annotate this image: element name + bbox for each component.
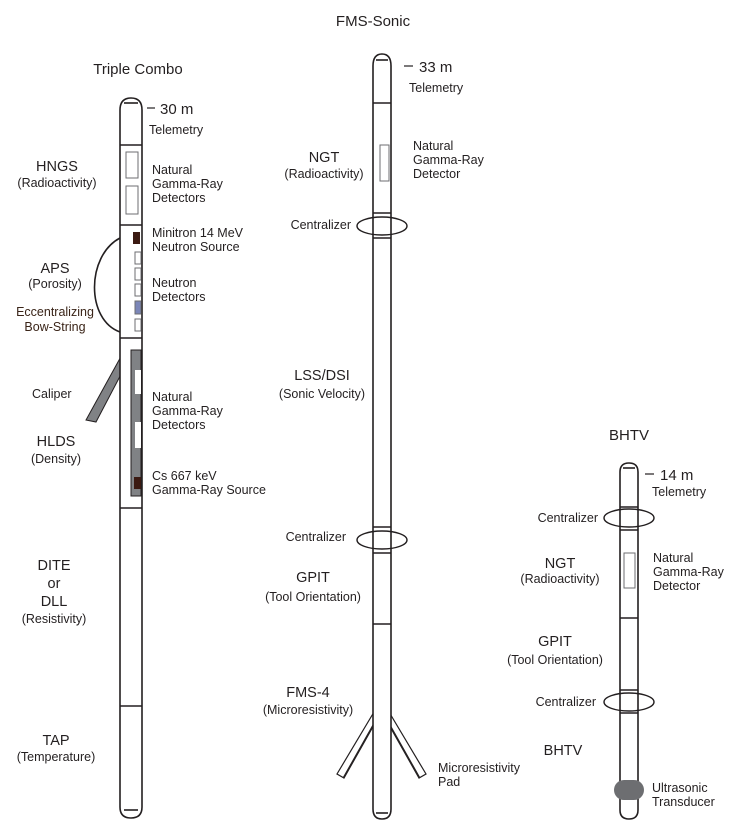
ngrd2-line3: Detectors — [152, 418, 206, 432]
hlds-sub: (Density) — [31, 452, 81, 466]
hngs-detector-box — [125, 185, 139, 215]
tap-label: TAP — [42, 733, 69, 749]
pad-line2: Pad — [438, 775, 460, 789]
density-detector-window — [135, 370, 141, 394]
minitron-text: Minitron 14 MeV — [152, 226, 244, 240]
bhtv-ngrd-line2: Gamma-Ray — [653, 565, 725, 579]
bowstring-line1: Eccentralizing — [16, 305, 94, 319]
bhtv-telemetry: Telemetry — [652, 485, 707, 499]
dite-sub: (Resistivity) — [22, 612, 87, 626]
ngt-sub: (Radioactivity) — [284, 167, 363, 181]
gpit-label: GPIT — [296, 570, 330, 586]
dite-line3: DLL — [41, 594, 68, 610]
dite-line1: DITE — [37, 558, 70, 574]
centralizer-ring — [356, 530, 408, 550]
ngrd2-line2: Gamma-Ray — [152, 404, 224, 418]
fms-sonic-title: FMS-Sonic — [336, 13, 411, 30]
ngrd1-line3: Detectors — [152, 191, 206, 205]
hngs-label: HNGS — [36, 159, 78, 175]
bhtv-ngt-sub: (Radioactivity) — [520, 572, 599, 586]
bow-string-arc — [93, 237, 121, 333]
minitron-line1: Minitron 14 MeV — [152, 226, 244, 240]
bhtv-centralizer1-label: Centralizer — [538, 511, 598, 525]
ngt-detector-box — [379, 144, 390, 182]
bowstring-line2: Bow-String — [24, 320, 85, 334]
ngt-label: NGT — [309, 150, 340, 166]
bhtv-title: BHTV — [609, 427, 649, 444]
centralizer-ring — [356, 216, 408, 236]
centralizer1-label: Centralizer — [291, 218, 351, 232]
neutron-detector-box — [134, 267, 142, 281]
gpit-sub: (Tool Orientation) — [265, 590, 361, 604]
fms-sonic-telemetry: Telemetry — [409, 81, 464, 95]
triple-combo-telemetry: Telemetry — [149, 123, 204, 137]
neutron-detector-box — [134, 300, 142, 315]
ngrd1-line1: Natural — [152, 163, 192, 177]
neutron-detector-box — [134, 283, 142, 297]
fms4-sub: (Microresistivity) — [263, 703, 353, 717]
fms-ngrd-line2: Gamma-Ray — [413, 153, 485, 167]
bhtv-gpit-label: GPIT — [538, 634, 572, 650]
fms-ngrd-line1: Natural — [413, 139, 453, 153]
aps-label: APS — [40, 261, 69, 277]
bhtv-ngrd-line3: Detector — [653, 579, 700, 593]
lss-sub: (Sonic Velocity) — [279, 387, 365, 401]
transducer-line1: Ultrasonic — [652, 781, 708, 795]
cs-line2: Gamma-Ray Source — [152, 483, 266, 497]
bhtv-ngt-detector-box — [623, 552, 636, 589]
bhtv-depth: 14 m — [660, 467, 693, 484]
fms-sonic-string: FMS-Sonic 33 m Telemetry Natural Gamma-R… — [263, 13, 521, 820]
caliper-label: Caliper — [32, 387, 72, 401]
bhtv-tool-body — [619, 462, 639, 820]
fms-ngrd-line3: Detector — [413, 167, 460, 181]
neutron-detector-box — [134, 318, 142, 332]
triple-combo-title: Triple Combo — [93, 61, 182, 78]
pad-line1: Microresistivity — [438, 761, 521, 775]
tap-sub: (Temperature) — [17, 750, 96, 764]
neutron-source-block — [133, 232, 140, 244]
hlds-label: HLDS — [37, 434, 76, 450]
hngs-detector-box — [125, 151, 139, 179]
minitron-line2: Neutron Source — [152, 240, 240, 254]
neutron-detector-box — [134, 251, 142, 265]
cs-line1: Cs 667 keV — [152, 469, 217, 483]
ngrd1-line2: Gamma-Ray — [152, 177, 224, 191]
pad-arm-line — [342, 715, 379, 779]
aps-sub: (Porosity) — [28, 277, 81, 291]
transducer-line2: Transducer — [652, 795, 715, 809]
bhtv-ngrd-line1: Natural — [653, 551, 693, 565]
triple-combo-string: Triple Combo 30 m Telemetry Natur — [16, 61, 266, 819]
fms-sonic-tool-body — [372, 53, 392, 820]
bhtv-centralizer2-label: Centralizer — [536, 695, 596, 709]
fms4-label: FMS-4 — [286, 685, 330, 701]
neutron-det-line2: Detectors — [152, 290, 206, 304]
centralizer2-label: Centralizer — [286, 530, 346, 544]
bhtv-string: BHTV 14 m Telemetry Natural Gamma-Ray De… — [507, 427, 725, 820]
cs-source-block — [134, 477, 141, 489]
lss-label: LSS/DSI — [294, 368, 350, 384]
dite-line2: or — [48, 576, 61, 592]
neutron-det-line1: Neutron — [152, 276, 197, 290]
centralizer-ring — [603, 508, 655, 528]
bhtv-gpit-sub: (Tool Orientation) — [507, 653, 603, 667]
triple-combo-depth: 30 m — [160, 101, 193, 118]
centralizer-ring — [603, 692, 655, 712]
bhtv-ngt-label: NGT — [545, 556, 576, 572]
density-detector-window — [135, 422, 141, 448]
hngs-sub: (Radioactivity) — [17, 176, 96, 190]
ngrd2-line1: Natural — [152, 390, 192, 404]
fms-sonic-depth: 33 m — [419, 59, 452, 76]
bhtv-tool-label: BHTV — [544, 743, 583, 759]
ultrasonic-transducer — [614, 780, 644, 800]
